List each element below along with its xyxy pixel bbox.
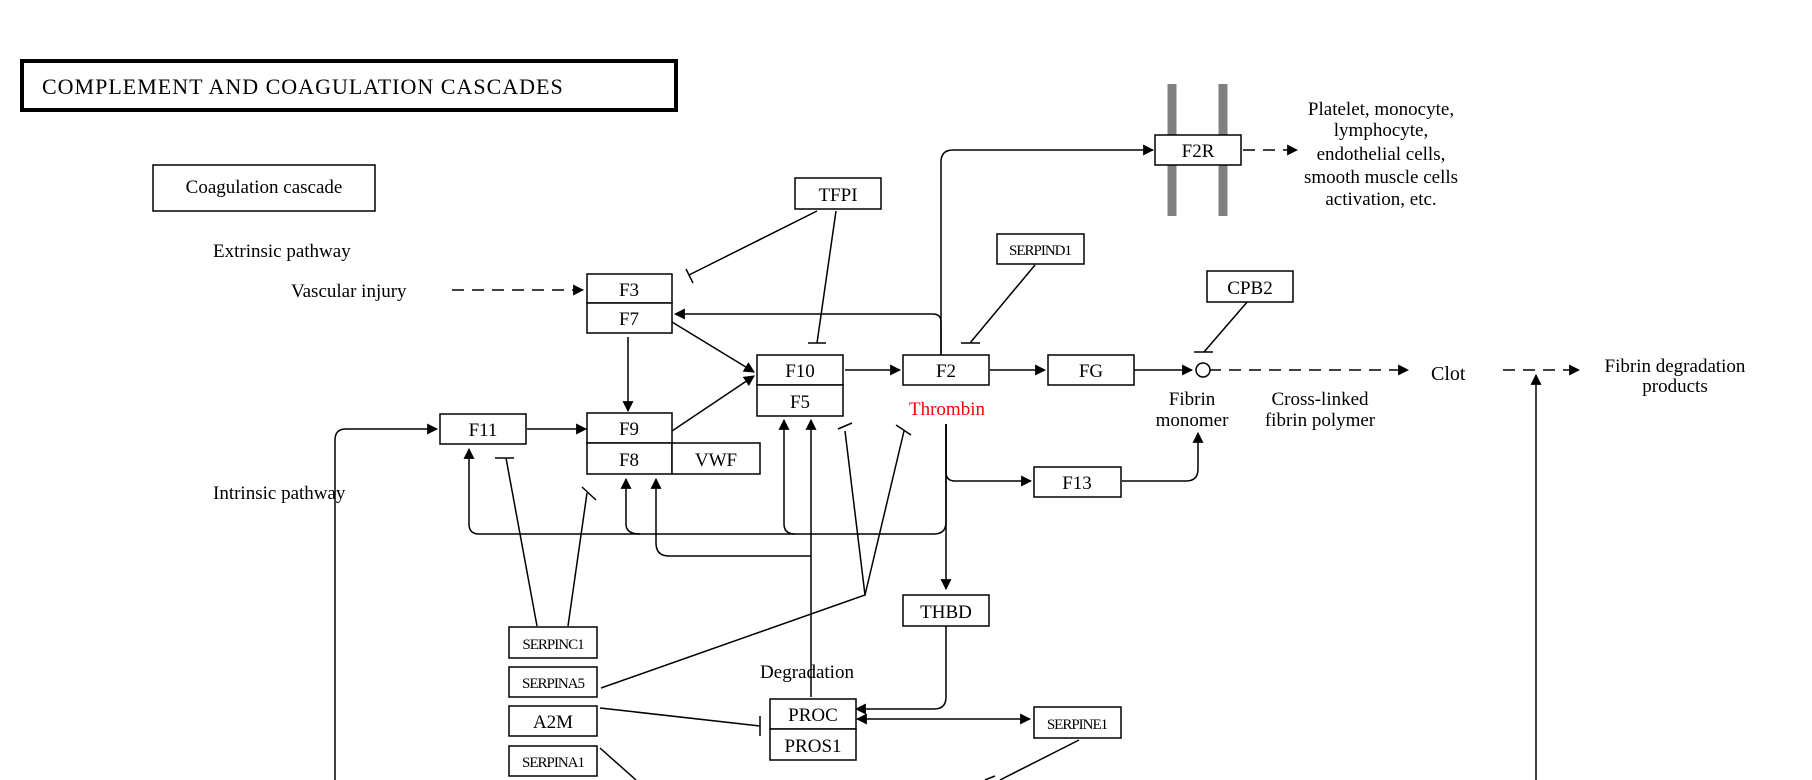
edge-tfpi-f7 [688, 210, 818, 276]
pathway-edges [334, 144, 1581, 780]
gene-serpind1[interactable]: SERPIND1 [996, 233, 1085, 265]
edge-f2-f11-feedback [463, 424, 947, 535]
edge-f2-f9-feedback [620, 477, 641, 535]
gene-f5[interactable]: F5 [756, 384, 844, 417]
gene-pros1[interactable]: PROS1 [769, 728, 857, 761]
gene-proc[interactable]: PROC [769, 698, 857, 730]
activation-label-1: Platelet, monocyte, [1308, 99, 1454, 120]
edge-f13-fibrin [1122, 431, 1204, 482]
edge-f9-f10 [671, 375, 755, 432]
crosslinked-label-1: Cross-linked [1271, 389, 1369, 410]
inhib-serpina5-f5 [837, 422, 853, 430]
edge-a2m-proc [599, 707, 761, 727]
gene-f3-label: F3 [619, 280, 639, 301]
inhib-serpine1-down [984, 775, 996, 780]
edge-f2-f10-feedback [778, 418, 796, 535]
edge-serpine1-down [999, 739, 1080, 780]
edge-serpina5-f10b [864, 430, 905, 596]
edge-f2-f2r [940, 144, 1155, 357]
crosslinked-label-2: fibrin polymer [1265, 410, 1376, 431]
gene-serpina1[interactable]: SERPINA1 [508, 745, 598, 777]
gene-f8-label: F8 [619, 450, 639, 471]
fibrin-monomer-label-1: Fibrin [1169, 389, 1216, 410]
gene-cpb2-label: CPB2 [1227, 278, 1272, 299]
gene-serpine1-label: SERPINE1 [1047, 717, 1108, 733]
gene-f10[interactable]: F10 [756, 354, 844, 386]
edge-tfpi-f10 [816, 210, 837, 344]
gene-f2r[interactable]: F2R [1154, 134, 1242, 166]
gene-vwf[interactable]: VWF [671, 442, 761, 475]
gene-vwf-label: VWF [695, 450, 737, 471]
edge-serpinc1-f9 [567, 492, 588, 627]
fibrin-degradation-label-1: Fibrin degradation [1605, 356, 1746, 377]
gene-serpina1-label: SERPINA1 [522, 755, 585, 771]
gene-f11[interactable]: F11 [439, 413, 527, 445]
activation-label-2: lymphocyte, [1334, 120, 1428, 141]
gene-f2r-label: F2R [1182, 141, 1215, 162]
inhib-tfpi-f7 [685, 268, 694, 284]
edge-thbd-proc [854, 626, 947, 715]
edge-serpind1-f2 [969, 264, 1036, 344]
gene-f8[interactable]: F8 [586, 442, 673, 475]
clot-label: Clot [1431, 363, 1466, 385]
inhib-serpina5-f10b [895, 424, 912, 436]
activation-label-5: activation, etc. [1325, 189, 1436, 210]
edge-serpinc1-f11 [505, 457, 538, 627]
activation-label-3: endothelial cells, [1317, 144, 1446, 165]
edge-cpb2-fibrin [1203, 300, 1249, 353]
extrinsic-pathway-label: Extrinsic pathway [213, 241, 351, 262]
edge-serpina1 [599, 747, 637, 780]
gene-a2m[interactable]: A2M [508, 705, 598, 737]
gene-f2-label: F2 [936, 361, 956, 382]
fibrin-monomer-label-2: monomer [1156, 410, 1229, 431]
edge-proc-f8 [650, 477, 811, 557]
intrinsic-pathway-label: Intrinsic pathway [213, 483, 346, 504]
gene-serpine1[interactable]: SERPINE1 [1033, 706, 1122, 739]
gene-fg[interactable]: FG [1047, 354, 1135, 386]
gene-f11-label: F11 [469, 420, 498, 441]
gene-cpb2[interactable]: CPB2 [1206, 270, 1294, 303]
gene-thbd[interactable]: THBD [902, 594, 990, 627]
fibrin-monomer-node [1195, 362, 1211, 378]
gene-f3[interactable]: F3 [586, 273, 673, 304]
gene-f2[interactable]: F2 [902, 354, 990, 386]
fibrin-degradation-label-2: products [1642, 376, 1707, 397]
edge-intrinsic-f11 [334, 423, 439, 780]
edge-f7-f10 [671, 321, 755, 373]
gene-tfpi[interactable]: TFPI [794, 177, 882, 210]
gene-f7-label: F7 [619, 309, 639, 330]
edge-f2-f7 [673, 308, 942, 357]
gene-f13-label: F13 [1062, 473, 1092, 494]
gene-f9-label: F9 [619, 419, 639, 440]
gene-serpina5-label: SERPINA5 [522, 676, 585, 692]
gene-tfpi-label: TFPI [818, 185, 857, 206]
gene-f13[interactable]: F13 [1033, 466, 1122, 498]
gene-a2m-label: A2M [533, 712, 573, 733]
coagulation-cascade-box[interactable]: Coagulation cascade [152, 164, 376, 212]
inhib-serpinc1-f9 [581, 486, 597, 501]
gene-f10-label: F10 [785, 361, 815, 382]
vascular-injury-label: Vascular injury [291, 281, 407, 302]
gene-serpinc1[interactable]: SERPINC1 [508, 626, 598, 659]
gene-pros1-label: PROS1 [784, 736, 841, 757]
thrombin-label: Thrombin [909, 399, 985, 420]
activation-label-4: smooth muscle cells [1304, 167, 1458, 188]
gene-f5-label: F5 [790, 392, 810, 413]
gene-proc-label: PROC [788, 705, 838, 726]
section-label: Coagulation cascade [186, 177, 343, 198]
gene-f7[interactable]: F7 [586, 302, 673, 334]
edge-f2-f13 [945, 424, 1033, 487]
gene-fg-label: FG [1079, 361, 1104, 382]
title-box: COMPLEMENT AND COAGULATION CASCADES [20, 59, 678, 112]
degradation-label: Degradation [760, 662, 854, 683]
gene-serpina5[interactable]: SERPINA5 [508, 666, 598, 698]
gene-thbd-label: THBD [920, 602, 972, 623]
page-title: COMPLEMENT AND COAGULATION CASCADES [42, 74, 564, 99]
gene-f9[interactable]: F9 [586, 412, 673, 444]
gene-serpinc1-label: SERPINC1 [522, 637, 584, 653]
gene-serpind1-label: SERPIND1 [1009, 243, 1072, 259]
